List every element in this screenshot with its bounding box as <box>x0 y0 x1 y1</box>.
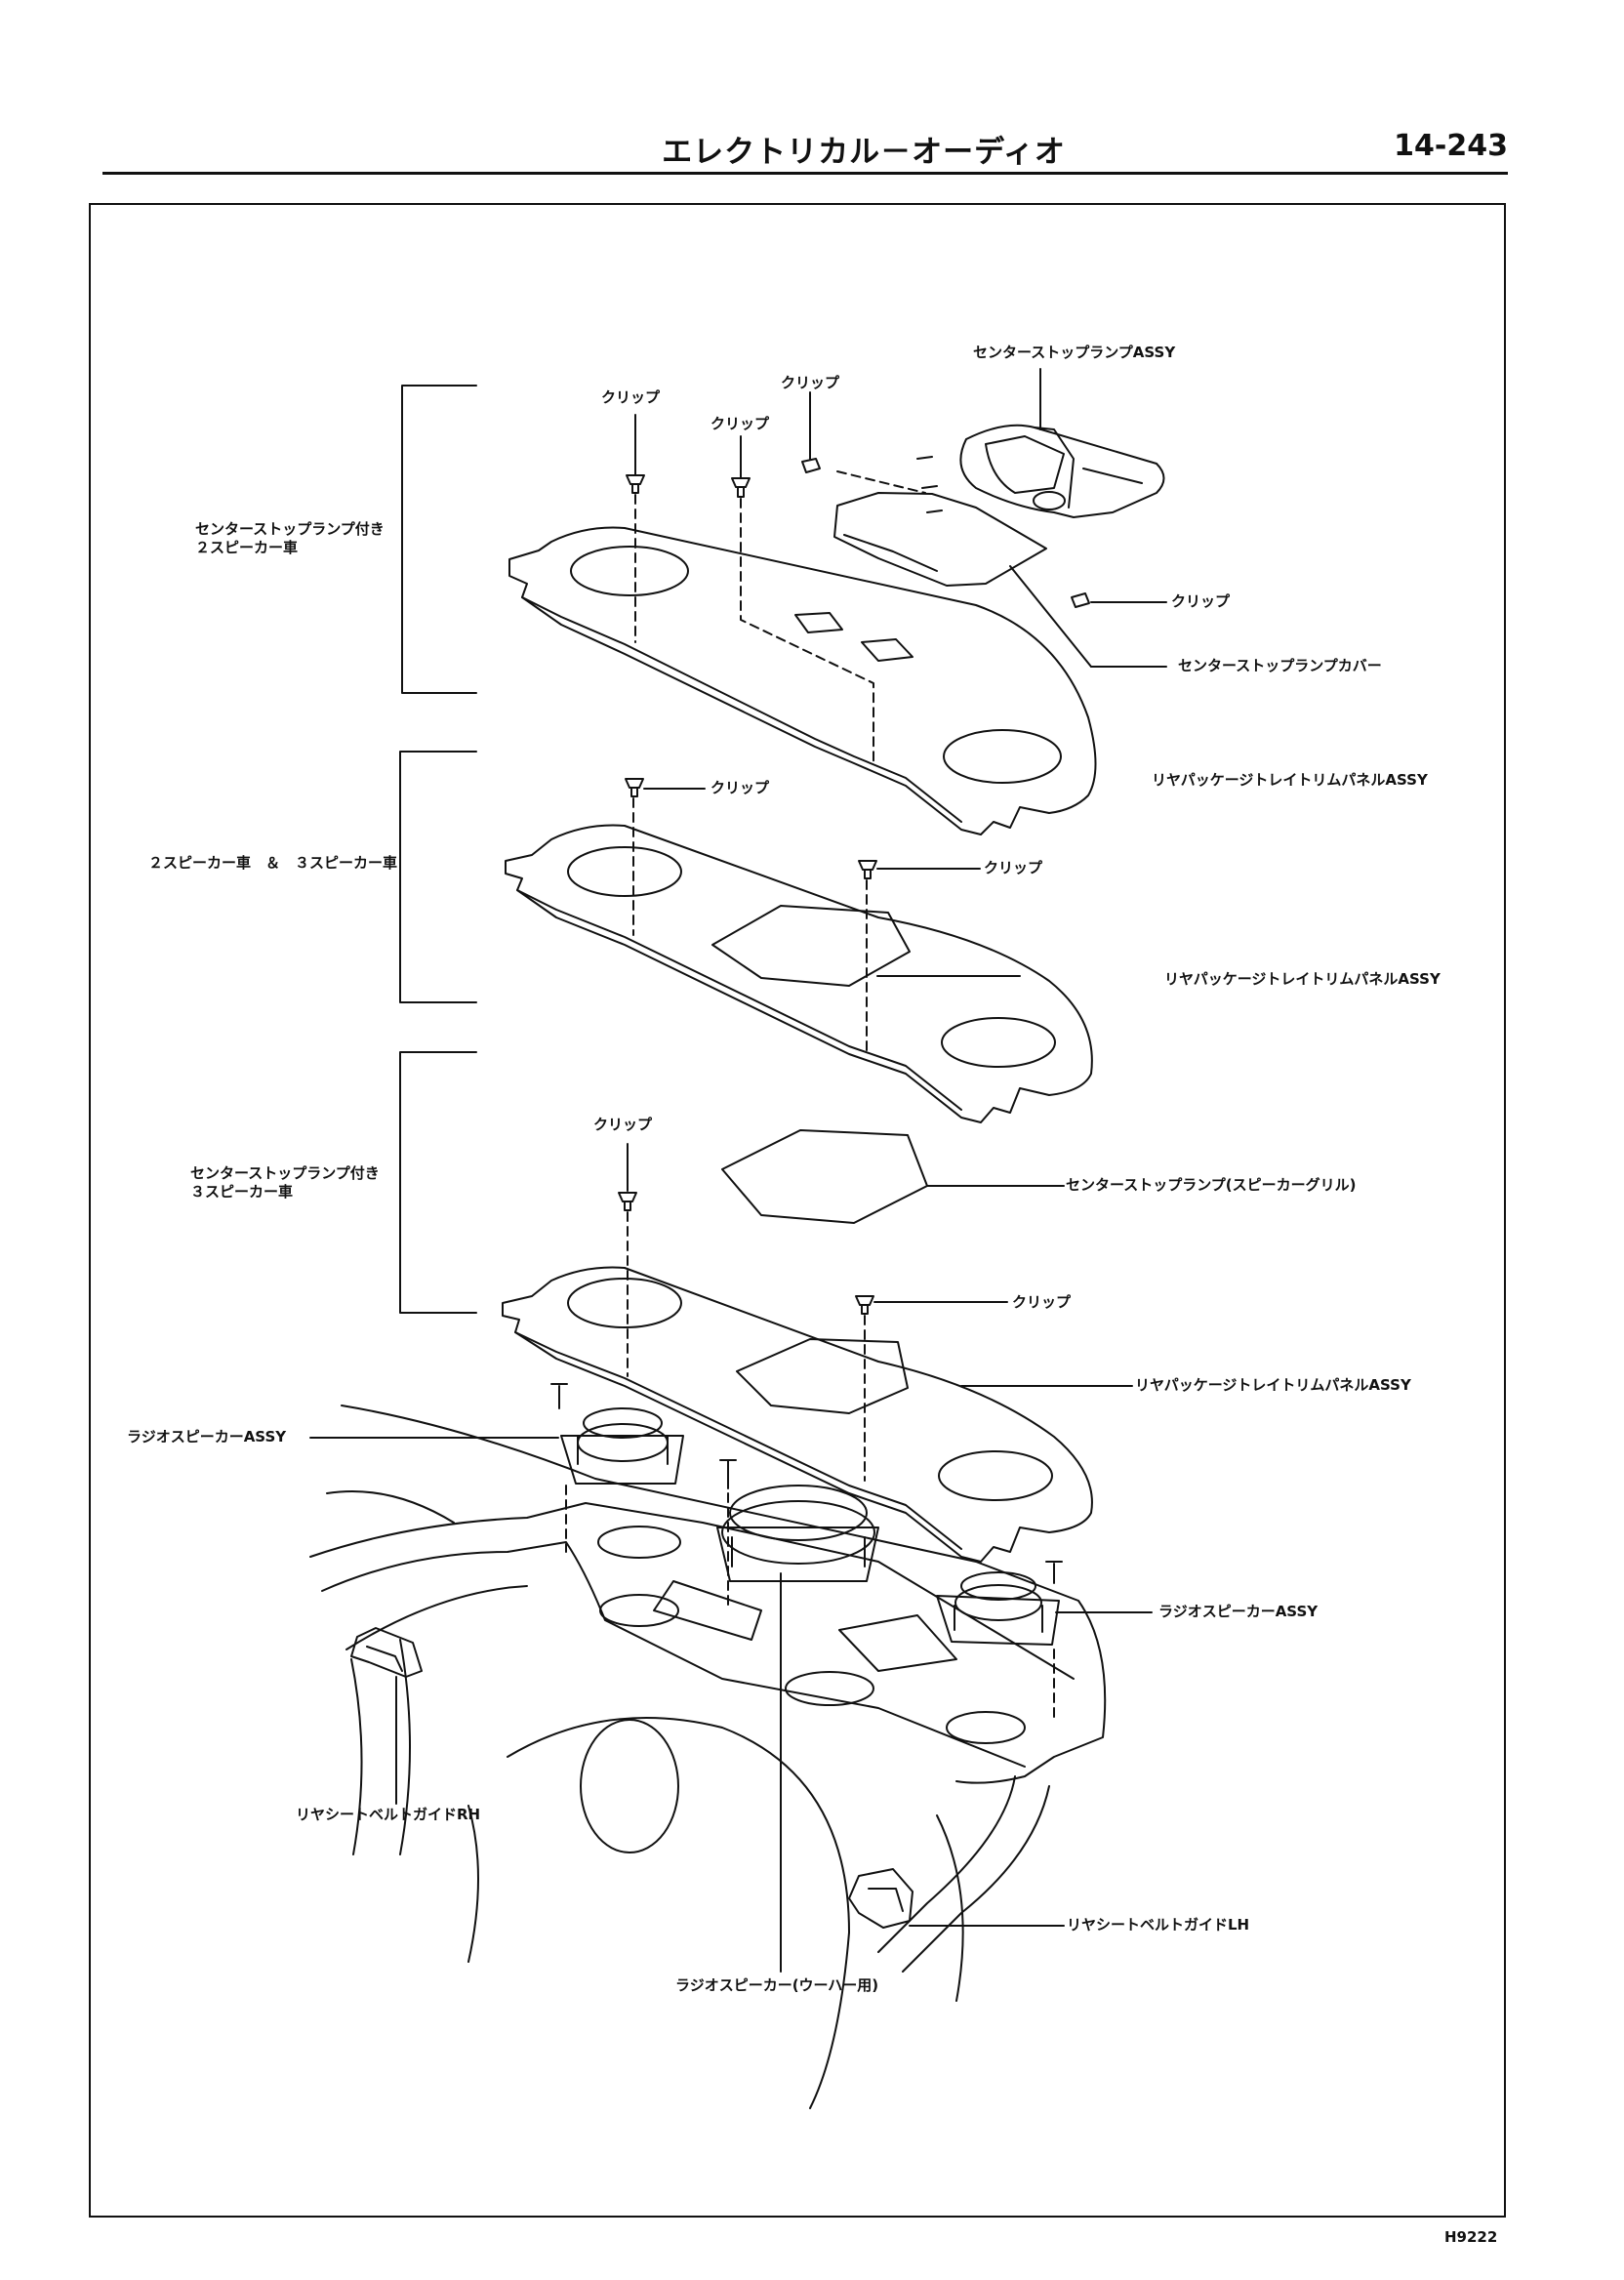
label-center-stop-lamp-cover: センターストップランプカバー <box>1178 657 1382 674</box>
rear-package-tray-panel-2 <box>505 824 1093 1123</box>
label-clip-8: クリップ <box>1012 1293 1072 1311</box>
label-rear-seat-belt-guide-rh: リヤシートベルトガイドRH <box>296 1806 481 1823</box>
label-clip-4: クリップ <box>1171 592 1231 610</box>
label-rear-package-tray-2: リヤパッケージトレイトリムパネルASSY <box>1164 970 1441 988</box>
label-clip-6: クリップ <box>984 859 1043 876</box>
label-clip-2: クリップ <box>781 374 840 391</box>
label-speaker-grille: センターストップランプ(スピーカーグリル) <box>1066 1176 1357 1194</box>
radio-speaker-woofer <box>716 1459 879 1582</box>
label-radio-speaker-woofer: ラジオスピーカー(ウーハー用) <box>675 1976 879 1994</box>
label-rear-package-tray-1: リヤパッケージトレイトリムパネルASSY <box>1152 771 1428 789</box>
rear-seat-belt-guide-rh <box>350 1627 423 1678</box>
label-rear-seat-belt-guide-lh: リヤシートベルトガイドLH <box>1067 1916 1250 1934</box>
radio-speaker-assy-right <box>936 1561 1063 1646</box>
rear-package-tray-panel-1 <box>508 526 1097 835</box>
page-number: 14-243 <box>1394 129 1508 163</box>
group-bracket-2 <box>399 751 477 1003</box>
label-clip-5: クリップ <box>710 779 770 796</box>
group-bracket-1 <box>401 385 477 694</box>
page-header: エレクトリカル－オーディオ 14-243 <box>102 125 1508 175</box>
label-center-stop-lamp-assy: センターストップランプASSY <box>973 344 1176 361</box>
label-clip-1: クリップ <box>601 388 661 406</box>
center-stop-lamp-assy <box>916 424 1165 518</box>
label-radio-speaker-assy-left: ラジオスピーカーASSY <box>127 1428 287 1445</box>
vehicle-body-rear-shelf <box>309 1405 1107 2109</box>
clip-icons-bottom <box>618 1192 874 1315</box>
group-label-1: センターストップランプ付き ２スピーカー車 <box>195 520 385 556</box>
label-clip-7: クリップ <box>593 1116 653 1133</box>
group-bracket-3 <box>399 1051 477 1314</box>
radio-speaker-assy-left <box>550 1383 684 1485</box>
clip-icons-top <box>626 458 1090 608</box>
label-radio-speaker-assy-right: ラジオスピーカーASSY <box>1158 1603 1319 1620</box>
group-label-3: センターストップランプ付き ３スピーカー車 <box>190 1164 380 1201</box>
label-rear-package-tray-3: リヤパッケージトレイトリムパネルASSY <box>1135 1376 1411 1394</box>
label-clip-3: クリップ <box>710 415 770 432</box>
group-label-2: ２スピーカー車 ＆ ３スピーカー車 <box>148 854 398 872</box>
figure-frame <box>89 203 1506 2218</box>
center-stop-lamp-cover <box>833 492 1047 587</box>
speaker-grille <box>721 1129 928 1224</box>
section-title: エレクトリカル－オーディオ <box>662 135 1066 170</box>
rear-package-tray-panel-3 <box>502 1266 1093 1563</box>
rear-seat-belt-guide-lh <box>848 1868 914 1929</box>
clip-icons-mid <box>625 778 877 879</box>
figure-code: H9222 <box>1444 2228 1498 2246</box>
